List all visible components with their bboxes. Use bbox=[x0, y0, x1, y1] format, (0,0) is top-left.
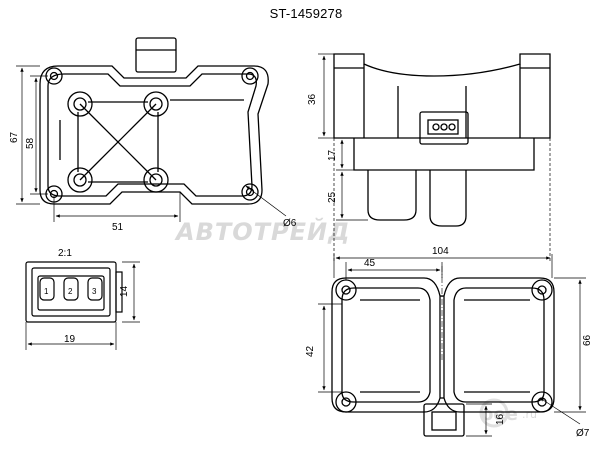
side-boot-left bbox=[367, 170, 417, 221]
bottom-dim-height-outer: 66 bbox=[582, 334, 593, 346]
front-tower-2 bbox=[143, 91, 169, 117]
bottom-view bbox=[331, 277, 555, 437]
side-shoulder bbox=[353, 138, 535, 171]
front-dim-height-outer: 67 bbox=[9, 131, 20, 143]
connector-pin-2: 2 bbox=[68, 287, 73, 296]
side-boot-right bbox=[429, 170, 467, 227]
connector-dim-height: 14 bbox=[119, 285, 130, 297]
bottom-connector-tab bbox=[423, 403, 465, 437]
bottom-mount-hole-tr bbox=[531, 279, 553, 301]
side-dim-height-mid: 17 bbox=[327, 149, 338, 161]
front-connector-block bbox=[135, 37, 177, 73]
front-mount-hole-br bbox=[241, 183, 259, 201]
front-dim-width: 51 bbox=[112, 222, 124, 233]
front-dim-height-inner: 58 bbox=[25, 137, 36, 149]
connector-pin-slot-1 bbox=[39, 277, 55, 301]
front-tower-3 bbox=[67, 167, 93, 193]
front-mount-hole-tr bbox=[241, 67, 259, 85]
front-outline bbox=[39, 65, 269, 205]
front-dim-hole: Ø6 bbox=[283, 218, 297, 229]
watermark-domain: .ru bbox=[522, 408, 537, 421]
side-view bbox=[333, 53, 551, 227]
side-view-dimensions bbox=[318, 53, 551, 262]
watermark-text: АВТОТРЕЙД bbox=[174, 217, 350, 246]
connector-dimensions bbox=[25, 261, 140, 350]
bottom-dim-height-inner: 42 bbox=[305, 345, 316, 357]
watermark-logo: oee .ru bbox=[479, 398, 537, 428]
connector-pin-3: 3 bbox=[92, 287, 97, 296]
front-view-dimensions bbox=[16, 65, 287, 222]
connector-scale-label: 2:1 bbox=[58, 248, 72, 259]
bottom-mount-hole-br bbox=[531, 391, 553, 413]
front-view bbox=[39, 37, 269, 205]
connector-dim-width: 19 bbox=[64, 334, 76, 345]
side-dim-height-low: 25 bbox=[327, 191, 338, 203]
connector-pin-slot-3 bbox=[87, 277, 103, 301]
side-dim-height-top: 36 bbox=[307, 93, 318, 105]
connector-pin-1: 1 bbox=[44, 287, 49, 296]
watermark: АВТОТРЕЙД oee .ru bbox=[174, 217, 537, 428]
part-number-title: ST-1459278 bbox=[269, 6, 343, 21]
bottom-dim-width-total: 104 bbox=[432, 246, 449, 257]
front-tower-4 bbox=[143, 167, 169, 193]
bottom-dim-hole: Ø7 bbox=[576, 428, 590, 439]
connector-pin-slot-2 bbox=[63, 277, 79, 301]
watermark-logo-text: oee bbox=[481, 404, 518, 425]
front-tower-1 bbox=[67, 91, 93, 117]
bottom-mount-hole-bl bbox=[335, 391, 357, 413]
side-connector bbox=[419, 111, 469, 145]
bottom-view-dimensions bbox=[318, 254, 586, 437]
bottom-dim-tab: 16 bbox=[495, 413, 506, 425]
bottom-dim-width-half: 45 bbox=[364, 258, 376, 269]
connector-detail bbox=[25, 261, 123, 323]
